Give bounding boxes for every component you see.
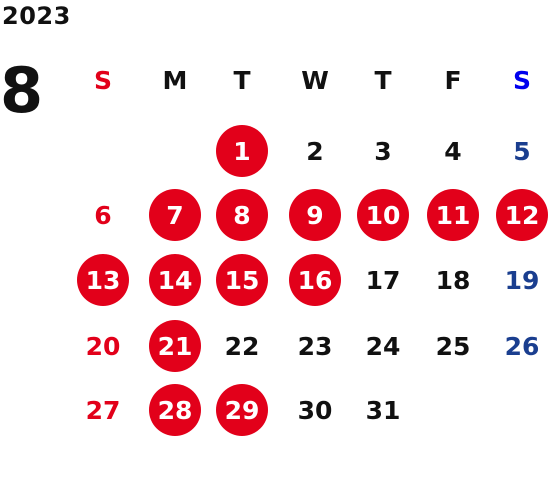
calendar-month: 8 — [0, 54, 44, 127]
day-23[interactable]: 23 — [297, 331, 333, 361]
day-20[interactable]: 20 — [85, 331, 121, 361]
weekday-header-2: T — [233, 65, 251, 95]
day-29[interactable]: 29 — [216, 384, 268, 436]
day-8[interactable]: 8 — [216, 189, 268, 241]
weekday-header-3: W — [301, 65, 329, 95]
day-15[interactable]: 15 — [216, 254, 268, 306]
day-24[interactable]: 24 — [365, 331, 401, 361]
day-10[interactable]: 10 — [357, 189, 409, 241]
weekday-header-5: F — [444, 65, 462, 95]
day-19[interactable]: 19 — [504, 265, 540, 295]
day-9[interactable]: 9 — [289, 189, 341, 241]
calendar-year: 2023 — [2, 2, 71, 30]
day-18[interactable]: 18 — [435, 265, 471, 295]
day-2[interactable]: 2 — [306, 136, 324, 166]
day-25[interactable]: 25 — [435, 331, 471, 361]
day-12[interactable]: 12 — [496, 189, 548, 241]
day-21[interactable]: 21 — [149, 320, 201, 372]
day-4[interactable]: 4 — [444, 136, 462, 166]
day-28[interactable]: 28 — [149, 384, 201, 436]
day-22[interactable]: 22 — [224, 331, 260, 361]
day-3[interactable]: 3 — [374, 136, 392, 166]
day-17[interactable]: 17 — [365, 265, 401, 295]
day-13[interactable]: 13 — [77, 254, 129, 306]
day-30[interactable]: 30 — [297, 395, 333, 425]
weekday-header-4: T — [374, 65, 392, 95]
day-11[interactable]: 11 — [427, 189, 479, 241]
day-27[interactable]: 27 — [85, 395, 121, 425]
day-5[interactable]: 5 — [513, 136, 531, 166]
day-31[interactable]: 31 — [365, 395, 401, 425]
day-26[interactable]: 26 — [504, 331, 540, 361]
day-6[interactable]: 6 — [94, 200, 112, 230]
weekday-header-1: M — [162, 65, 188, 95]
day-14[interactable]: 14 — [149, 254, 201, 306]
weekday-header-6: S — [512, 65, 531, 95]
day-16[interactable]: 16 — [289, 254, 341, 306]
day-1[interactable]: 1 — [216, 125, 268, 177]
day-7[interactable]: 7 — [149, 189, 201, 241]
weekday-header-0: S — [93, 65, 112, 95]
